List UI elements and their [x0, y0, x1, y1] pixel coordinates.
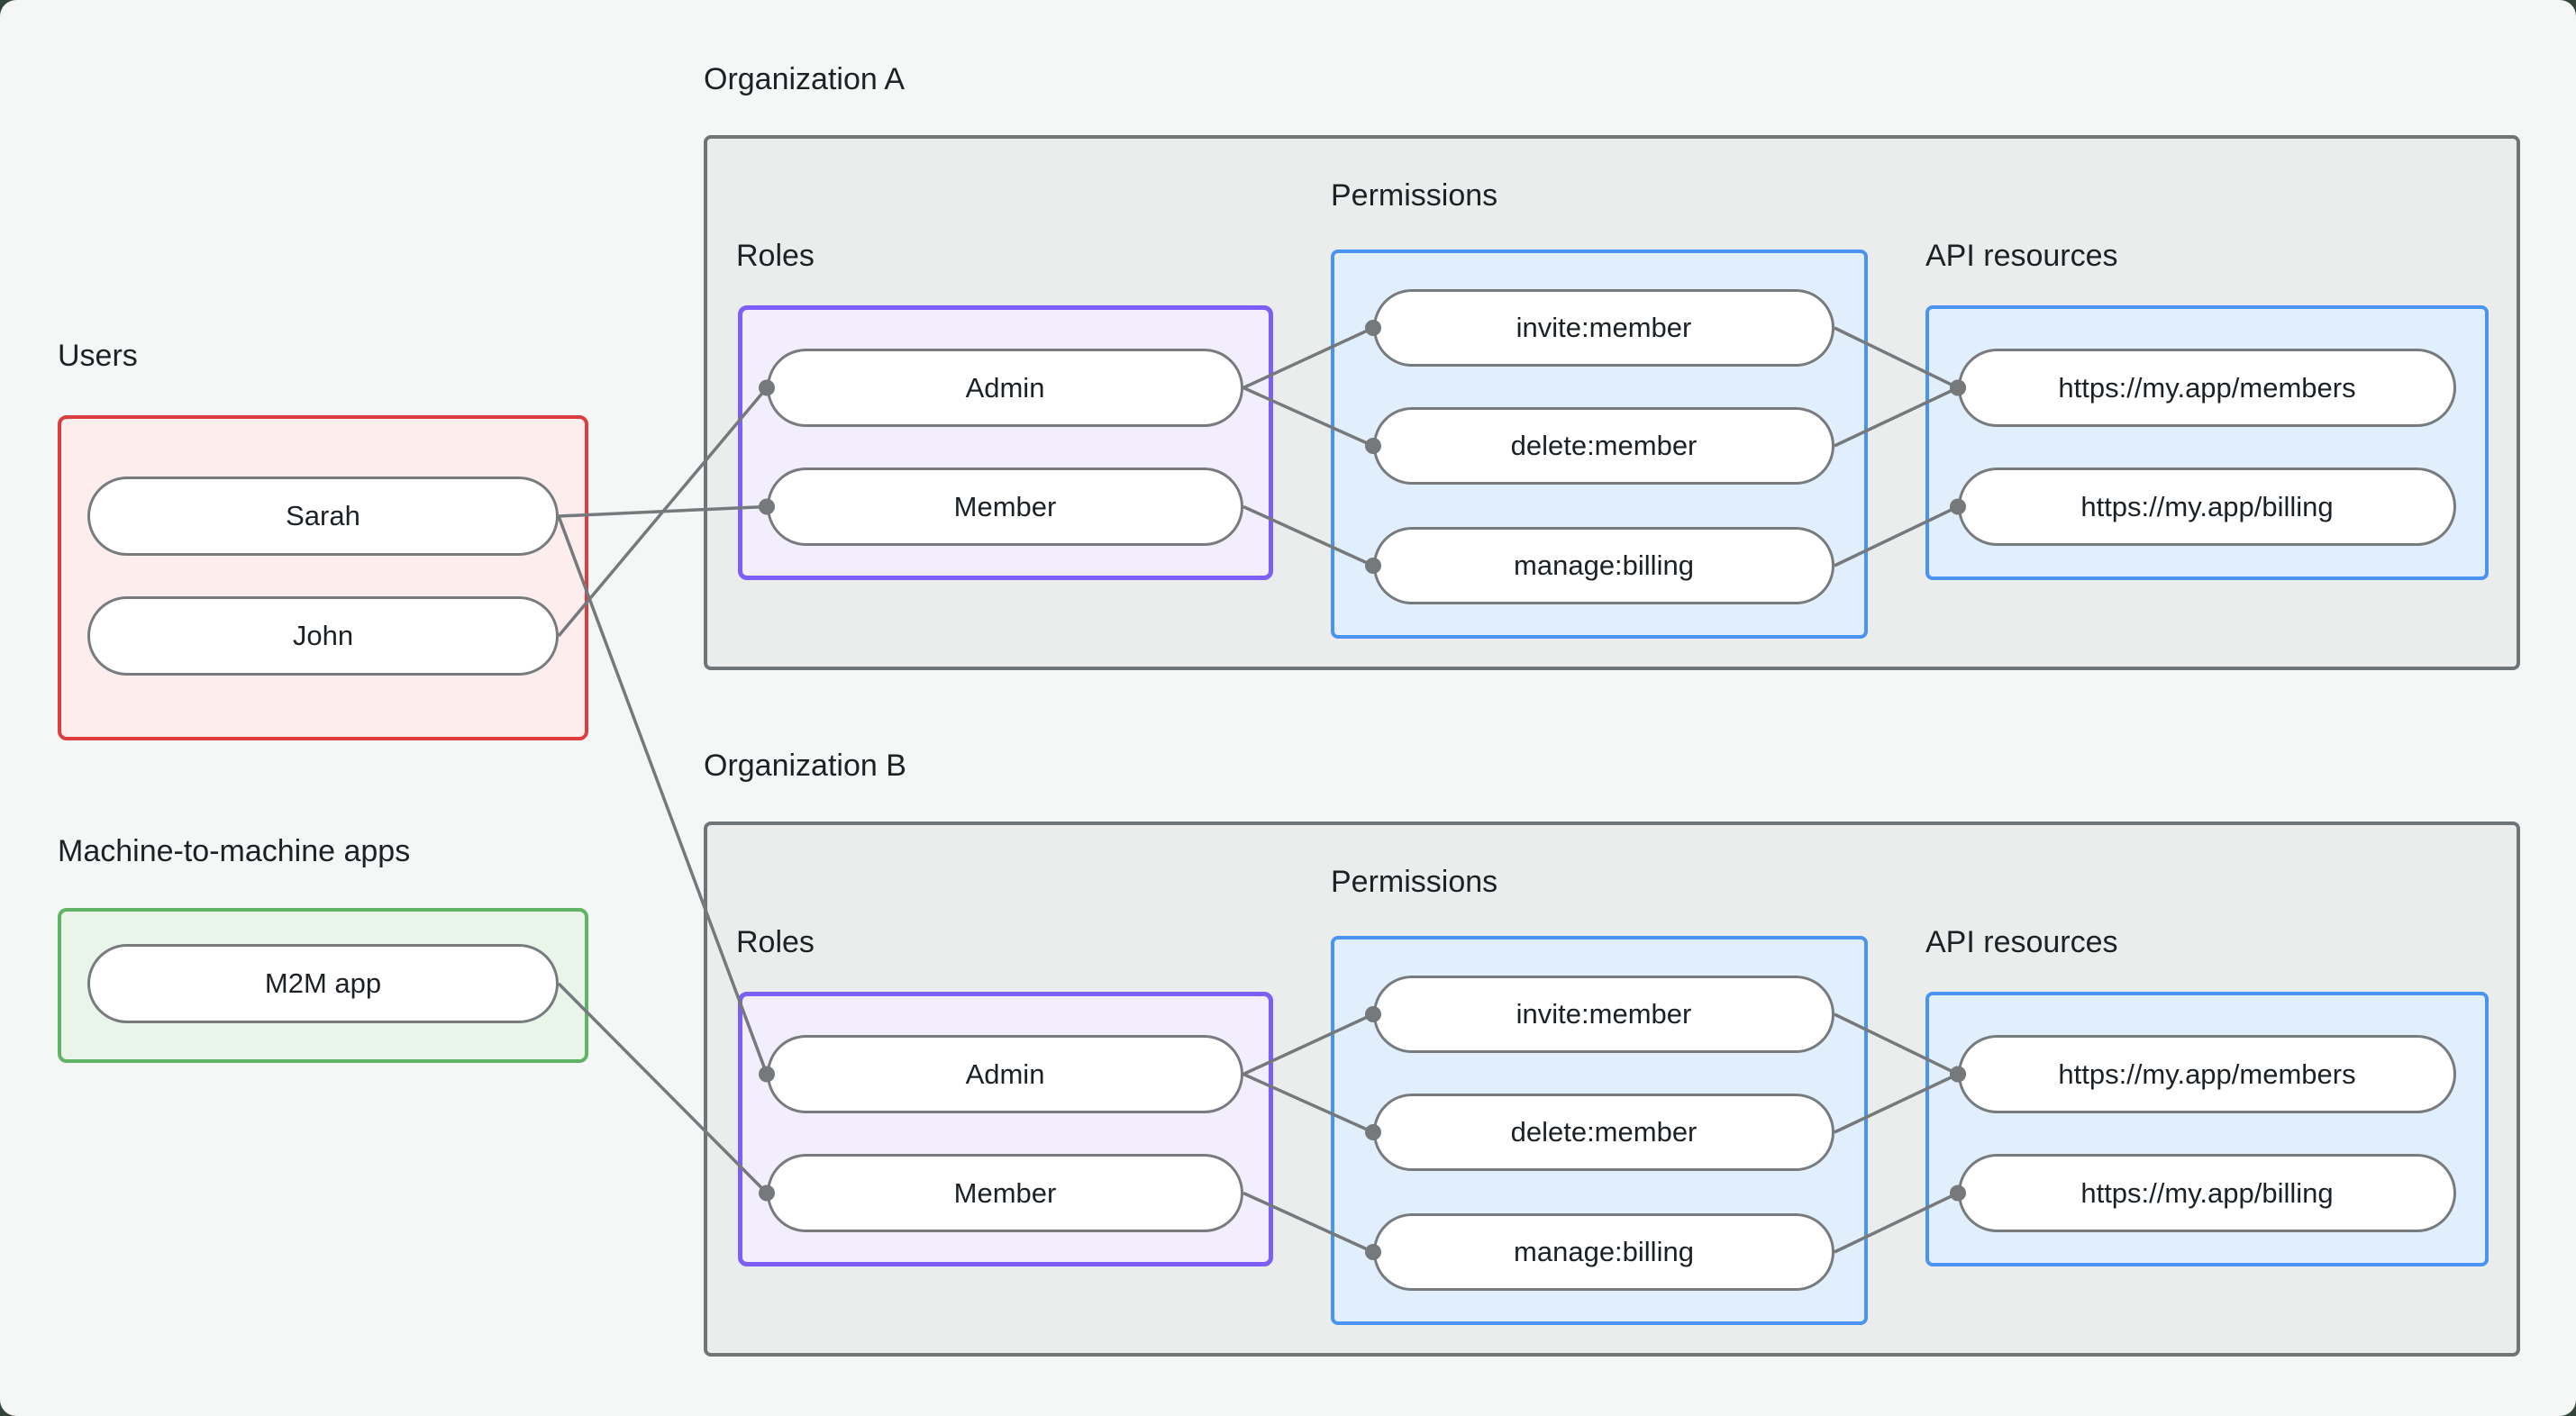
org-b-api-billing: https://my.app/billing [1958, 1154, 2456, 1232]
users-section-title: Users [58, 339, 138, 373]
org-b-roles-label: Roles [736, 925, 815, 959]
org-a-role-member: Member [767, 467, 1243, 546]
m2m-section-title: Machine-to-machine apps [58, 834, 411, 868]
org-b-role-admin: Admin [767, 1035, 1243, 1113]
org-a-permission-manage-billing: manage:billing [1373, 527, 1834, 604]
org-b-title: Organization B [704, 749, 906, 783]
org-a-api-label: API resources [1925, 239, 2118, 273]
org-b-permission-delete-member: delete:member [1373, 1094, 1834, 1171]
org-a-api-members: https://my.app/members [1958, 349, 2456, 427]
org-a-roles-label: Roles [736, 239, 815, 273]
org-a-permission-invite-member: invite:member [1373, 289, 1834, 367]
org-b-api-members: https://my.app/members [1958, 1035, 2456, 1113]
org-b-permission-manage-billing: manage:billing [1373, 1213, 1834, 1291]
org-a-role-admin: Admin [767, 349, 1243, 427]
org-b-permission-invite-member: invite:member [1373, 976, 1834, 1053]
org-a-title: Organization A [704, 62, 906, 96]
user-node-john: John [87, 596, 559, 676]
org-b-permissions-label: Permissions [1331, 865, 1498, 899]
org-a-permission-delete-member: delete:member [1373, 407, 1834, 485]
users-group-box [58, 415, 588, 740]
org-b-api-label: API resources [1925, 925, 2118, 959]
org-a-permissions-label: Permissions [1331, 178, 1498, 213]
org-b-role-member: Member [767, 1154, 1243, 1232]
org-a-api-billing: https://my.app/billing [1958, 467, 2456, 546]
m2m-app-node: M2M app [87, 944, 559, 1023]
user-node-sarah: Sarah [87, 477, 559, 556]
